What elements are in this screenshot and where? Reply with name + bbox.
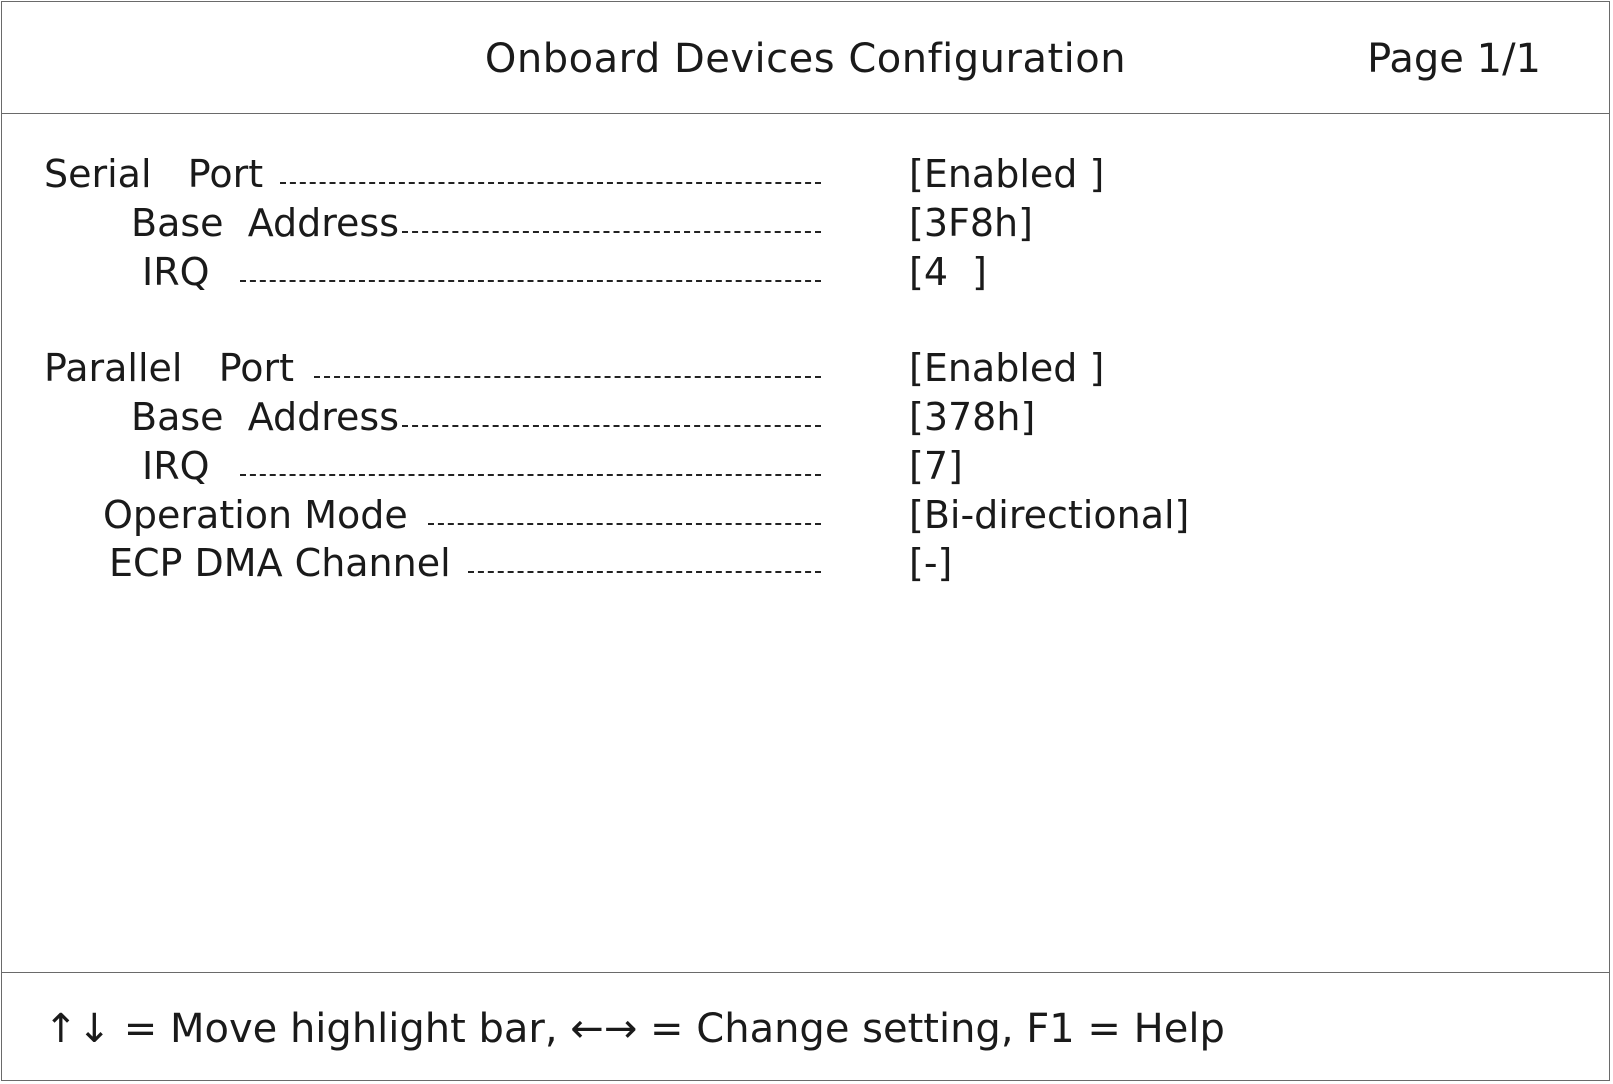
screen-header: Onboard Devices Configuration Page 1/1 (2, 2, 1609, 114)
keyboard-help-text: ↑↓ = Move highlight bar, ←→ = Change set… (44, 1006, 1225, 1052)
setting-label: Parallel Port (44, 346, 295, 390)
setting-value[interactable]: [Bi-directional] (909, 493, 1190, 537)
setting-value[interactable]: [3F8h] (909, 201, 1033, 245)
leader-dots (314, 376, 821, 378)
setting-parallel-base-address[interactable]: Base Address [378h] (2, 392, 1609, 442)
page-indicator: Page 1/1 (1367, 36, 1541, 82)
setting-serial-base-address[interactable]: Base Address [3F8h] (2, 198, 1609, 248)
setting-value[interactable]: [Enabled ] (909, 346, 1105, 390)
setting-value[interactable]: [7] (909, 444, 963, 488)
setting-value[interactable]: [-] (909, 541, 953, 585)
leader-dots (468, 571, 821, 573)
setting-ecp-dma-channel[interactable]: ECP DMA Channel [-] (2, 538, 1609, 588)
setting-serial-irq[interactable]: IRQ [4 ] (2, 247, 1609, 297)
setting-serial-port[interactable]: Serial Port [Enabled ] (2, 149, 1609, 199)
setting-value[interactable]: [Enabled ] (909, 152, 1105, 196)
setting-label: Base Address (131, 201, 400, 245)
setting-label: Serial Port (44, 152, 264, 196)
leader-dots (402, 231, 821, 233)
leader-dots (280, 182, 821, 184)
setting-parallel-port[interactable]: Parallel Port [Enabled ] (2, 343, 1609, 393)
setting-label: IRQ (142, 444, 210, 488)
leader-dots (428, 523, 821, 525)
setting-label: Operation Mode (103, 493, 408, 537)
setting-label: Base Address (131, 395, 400, 439)
setting-operation-mode[interactable]: Operation Mode [Bi-directional] (2, 490, 1609, 540)
page-title: Onboard Devices Configuration (484, 36, 1127, 82)
leader-dots (402, 425, 821, 427)
setting-parallel-irq[interactable]: IRQ [7] (2, 441, 1609, 491)
setting-label: IRQ (142, 250, 210, 294)
leader-dots (240, 280, 821, 282)
help-bar: ↑↓ = Move highlight bar, ←→ = Change set… (2, 972, 1609, 1080)
setting-value[interactable]: [4 ] (909, 250, 987, 294)
leader-dots (240, 474, 821, 476)
setting-label: ECP DMA Channel (109, 541, 451, 585)
setting-value[interactable]: [378h] (909, 395, 1036, 439)
